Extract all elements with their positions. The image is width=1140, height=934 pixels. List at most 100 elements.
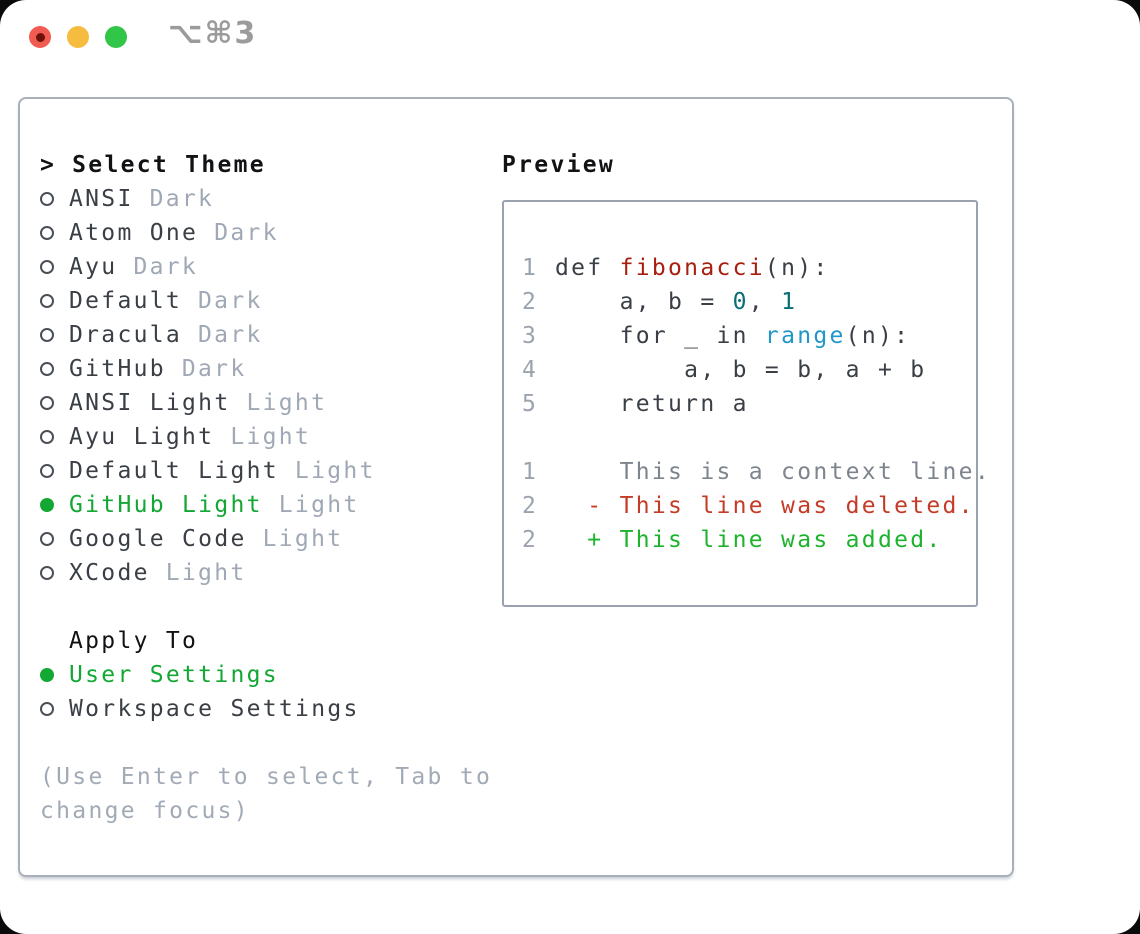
line-number: 2 <box>522 527 539 553</box>
radio-icon <box>40 702 69 716</box>
diff-added-line: 2 + This line was added. <box>522 523 976 557</box>
theme-variant: Dark <box>133 254 199 280</box>
radio-selected-icon <box>40 668 69 682</box>
prompt-chevron-icon: > <box>40 152 57 178</box>
theme-variant: Light <box>262 526 344 552</box>
hint-line-2: change focus) <box>40 798 250 824</box>
line-number: 5 <box>522 391 539 417</box>
code-segment: return a <box>555 391 749 417</box>
code-line: 2 a, b = 0 , 1 <box>522 285 976 319</box>
select-theme-label: Select Theme <box>72 152 266 178</box>
theme-name: GitHub Light <box>69 492 263 518</box>
theme-option-ayu-light[interactable]: Ayu Light Light <box>40 420 492 454</box>
theme-variant: Dark <box>181 356 247 382</box>
diff-deleted-line: 2 - This line was deleted. <box>522 489 976 523</box>
code-segment: + This line was added. <box>555 527 943 553</box>
theme-name: Default <box>69 288 183 314</box>
radio-icon <box>40 192 69 206</box>
code-line: 5 return a <box>522 387 976 421</box>
theme-option-ansi-dark[interactable]: ANSI Dark <box>40 182 492 216</box>
radio-icon <box>40 294 69 308</box>
theme-option-ansi-light[interactable]: ANSI Light Light <box>40 386 492 420</box>
code-segment: range <box>764 323 846 349</box>
preview-title: Preview <box>502 152 616 178</box>
theme-option-atom-one-dark[interactable]: Atom One Dark <box>40 216 492 250</box>
line-number: 2 <box>522 289 539 315</box>
code-preview-box: 1 def fibonacci (n): 2 a, b = 0 , 1 3 fo… <box>502 200 989 607</box>
window-controls <box>29 26 127 48</box>
apply-option-label: User Settings <box>69 662 279 688</box>
theme-name: Dracula <box>69 322 183 348</box>
theme-variant: Light <box>165 560 247 586</box>
theme-name: Atom One <box>69 220 199 246</box>
theme-name: ANSI <box>69 186 134 212</box>
apply-option-label: Workspace Settings <box>69 696 360 722</box>
theme-variant: Light <box>278 492 360 518</box>
spacer <box>40 726 492 760</box>
zoom-icon[interactable] <box>105 26 127 48</box>
code-segment: (n): <box>845 323 911 349</box>
theme-name: XCode <box>69 560 150 586</box>
radio-icon <box>40 430 69 444</box>
theme-name: ANSI Light <box>69 390 231 416</box>
code-line: 4 a, b = b, a + b <box>522 353 976 387</box>
code-segment: def <box>555 255 620 281</box>
theme-variant: Dark <box>214 220 279 246</box>
code-segment: 0 <box>732 289 749 315</box>
theme-name: Default Light <box>69 458 279 484</box>
theme-variant: Dark <box>198 322 263 348</box>
radio-icon <box>40 362 69 376</box>
line-number: 1 <box>522 459 539 485</box>
radio-icon <box>40 396 69 410</box>
theme-option-dracula-dark[interactable]: Dracula Dark <box>40 318 492 352</box>
theme-option-default-dark[interactable]: Default Dark <box>40 284 492 318</box>
theme-name: Ayu <box>69 254 118 280</box>
theme-variant: Dark <box>198 288 263 314</box>
preview-pane: Preview 1 def fibonacci (n): 2 a, b = 0 … <box>502 148 989 607</box>
code-segment: a, b = b, a + b <box>555 357 927 383</box>
spacer <box>40 590 492 624</box>
theme-name: GitHub <box>69 356 166 382</box>
radio-icon <box>40 464 69 478</box>
theme-option-github-light[interactable]: GitHub Light Light <box>40 488 492 522</box>
apply-to-label: Apply To <box>69 628 199 654</box>
theme-name: Google Code <box>69 526 247 552</box>
code-line-blank <box>522 421 976 455</box>
code-segment: fibonacci <box>619 255 765 281</box>
theme-picker: > Select Theme ANSI Dark Atom One Dark A… <box>40 148 492 828</box>
radio-icon <box>40 532 69 546</box>
theme-variant: Light <box>294 458 376 484</box>
apply-option-workspace-settings[interactable]: Workspace Settings <box>40 692 492 726</box>
line-number: 3 <box>522 323 539 349</box>
theme-option-ayu-dark[interactable]: Ayu Dark <box>40 250 492 284</box>
theme-option-xcode[interactable]: XCode Light <box>40 556 492 590</box>
apply-to-header: Apply To <box>40 624 492 658</box>
select-theme-header: > Select Theme <box>40 148 492 182</box>
diff-context-line: 1 This is a context line. <box>522 455 989 489</box>
window-title: ⌥⌘3 <box>168 16 258 51</box>
hint-line-1: (Use Enter to select, Tab to <box>40 764 493 790</box>
line-number: 2 <box>522 493 539 519</box>
minimize-icon[interactable] <box>67 26 89 48</box>
theme-variant: Dark <box>149 186 215 212</box>
theme-option-google-code[interactable]: Google Code Light <box>40 522 492 556</box>
apply-option-user-settings[interactable]: User Settings <box>40 658 492 692</box>
radio-icon <box>40 226 69 240</box>
theme-option-github-dark[interactable]: GitHub Dark <box>40 352 492 386</box>
theme-dialog-panel: > Select Theme ANSI Dark Atom One Dark A… <box>18 97 1014 877</box>
code-line: 3 for _ in range (n): <box>522 319 976 353</box>
theme-variant: Light <box>230 424 312 450</box>
radio-icon <box>40 260 69 274</box>
close-icon[interactable] <box>29 26 51 48</box>
code-segment: , <box>748 289 782 315</box>
theme-name: Ayu Light <box>69 424 215 450</box>
code-segment: This is a context line. <box>555 459 991 485</box>
line-number: 1 <box>522 255 539 281</box>
radio-selected-icon <box>40 498 69 512</box>
radio-icon <box>40 566 69 580</box>
code-segment: for _ in <box>555 323 765 349</box>
theme-option-default-light[interactable]: Default Light Light <box>40 454 492 488</box>
line-number: 4 <box>522 357 539 383</box>
close-dot-icon <box>35 32 45 42</box>
